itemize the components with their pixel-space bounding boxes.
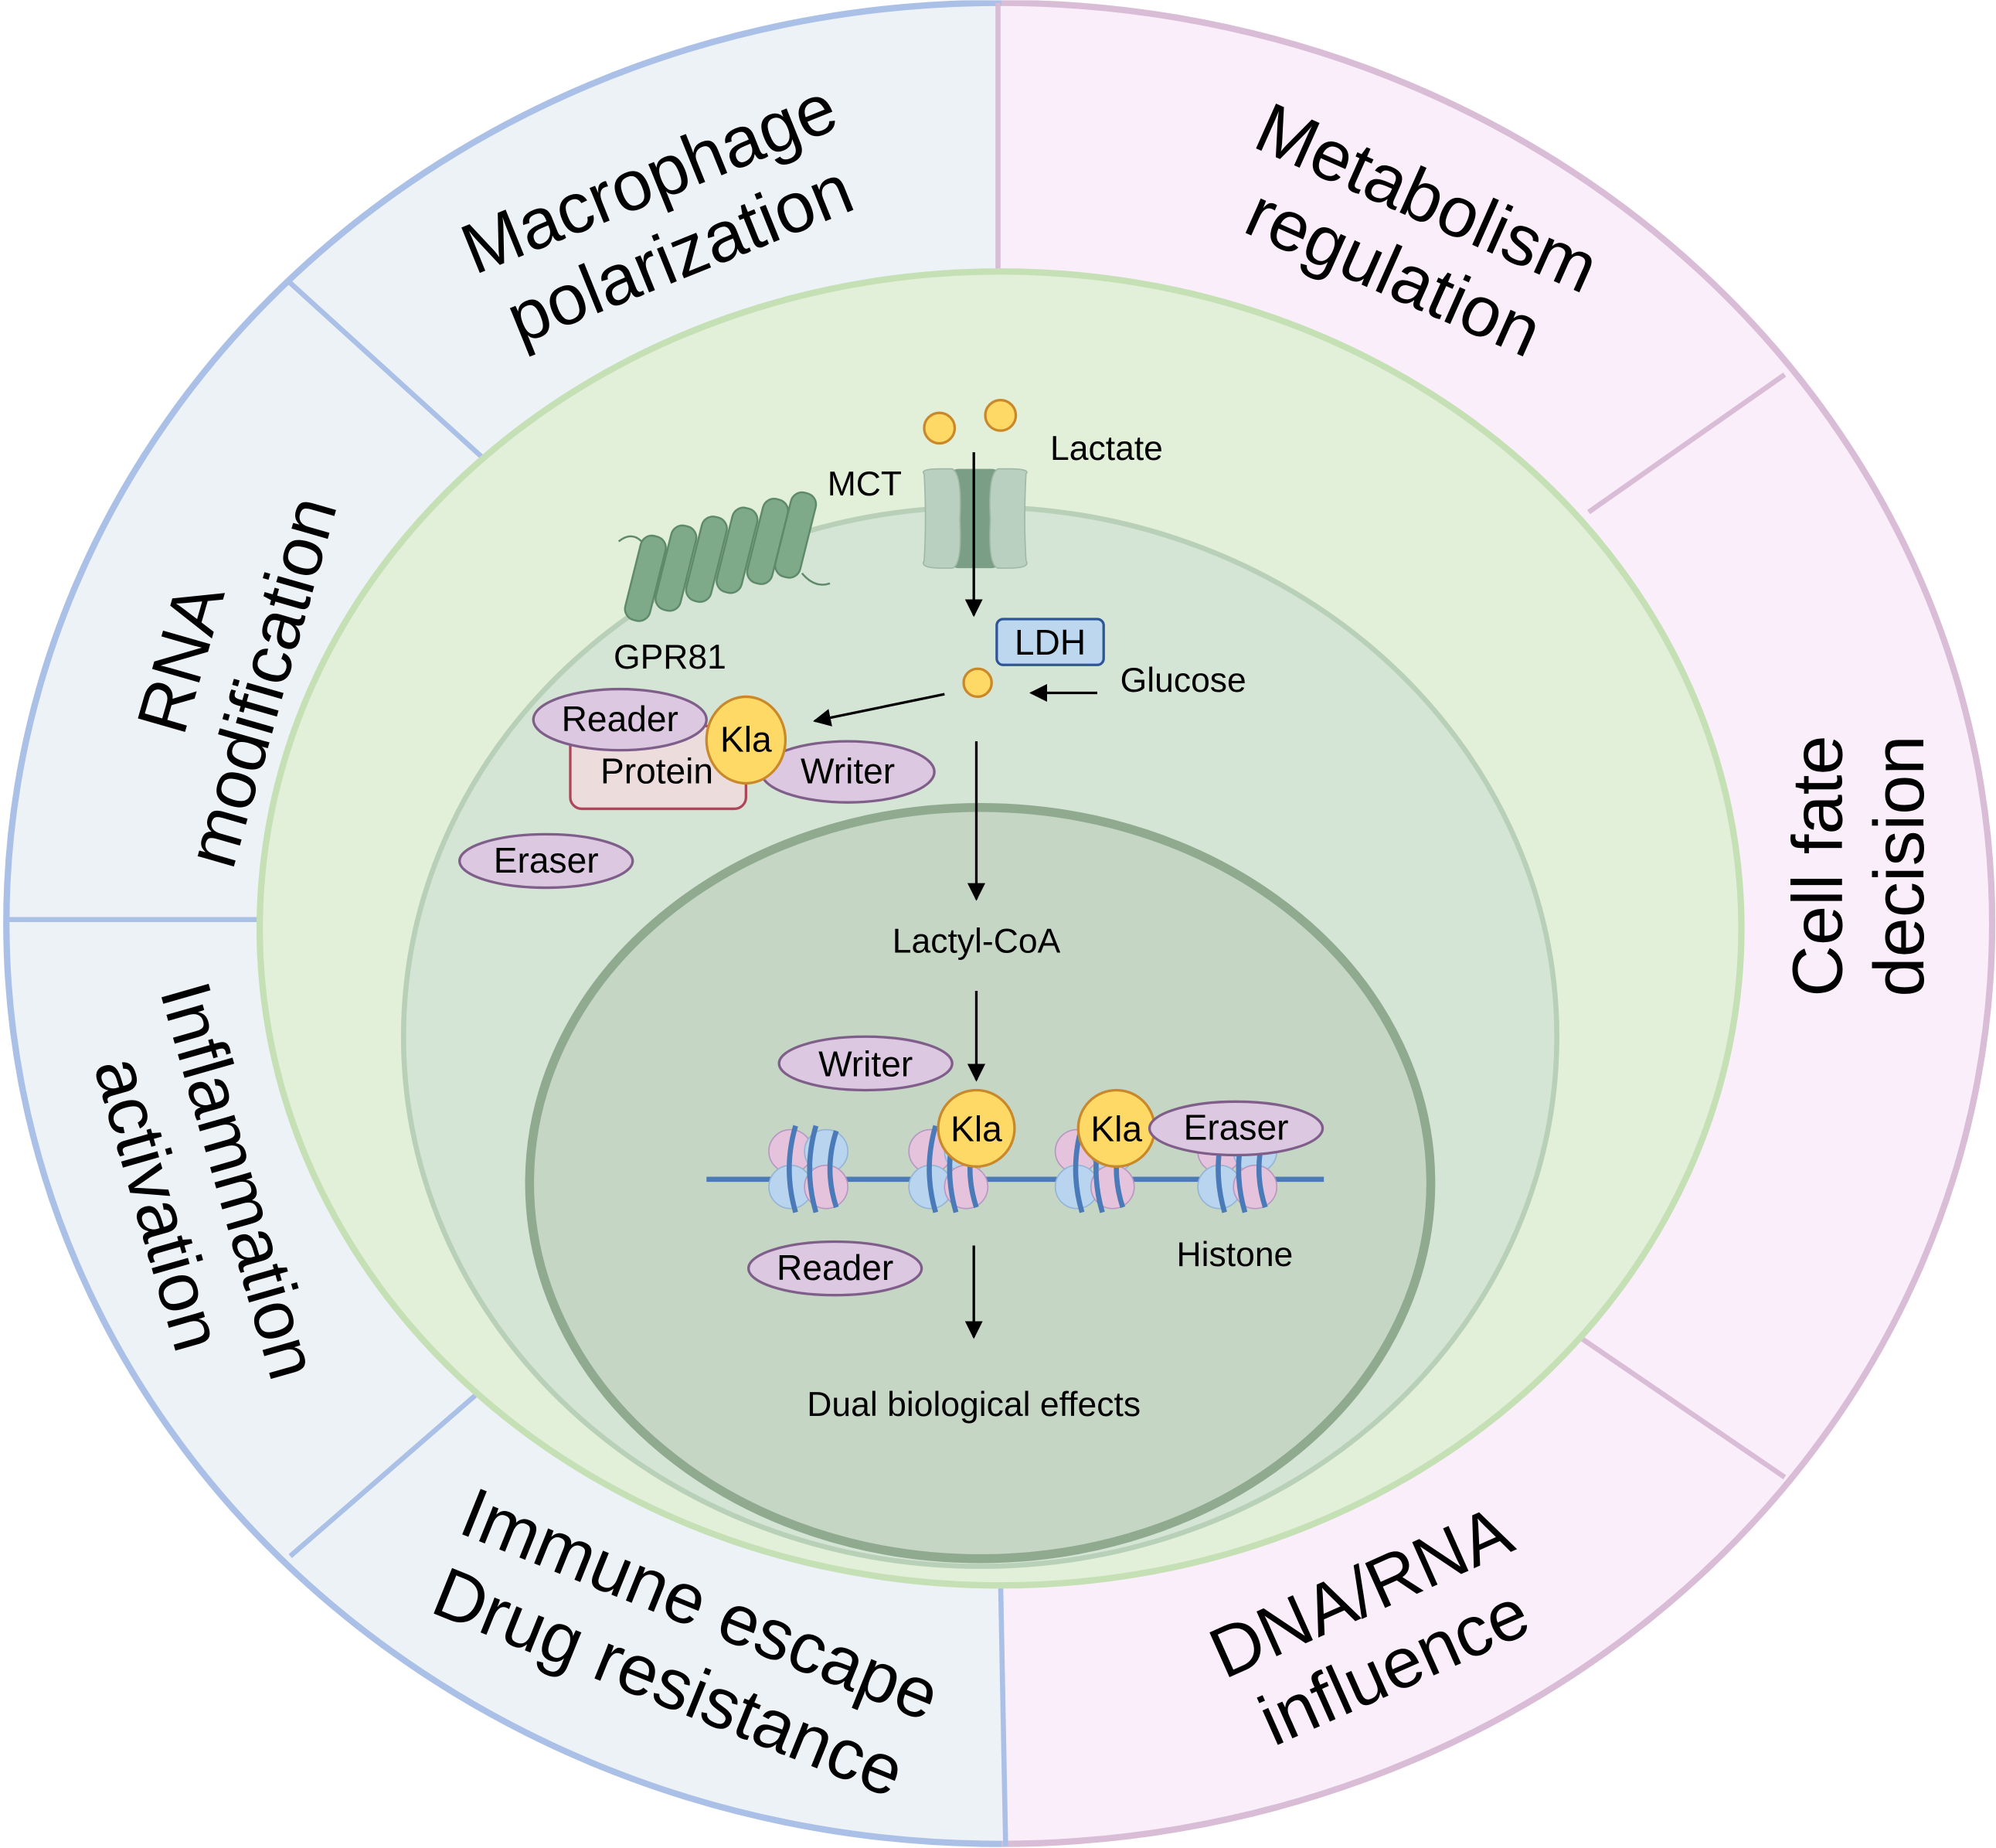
protein-label: Protein bbox=[600, 750, 713, 791]
nucleosome-icon bbox=[768, 1125, 848, 1213]
kla-label: Kla bbox=[1090, 1108, 1142, 1149]
gpr81-label: GPR81 bbox=[614, 638, 726, 676]
dual-effects-label: Dual biological effects bbox=[807, 1386, 1141, 1424]
reader-label: Reader bbox=[562, 699, 678, 739]
reader-label: Reader bbox=[777, 1247, 893, 1288]
lactate-molecule bbox=[962, 667, 993, 699]
segment-dividers-left bbox=[6, 281, 1008, 1847]
mct-label: MCT bbox=[828, 465, 902, 503]
writer-label: Writer bbox=[801, 750, 895, 791]
kla-marker bbox=[705, 695, 787, 785]
segment-dividers-right bbox=[995, 2, 1787, 1479]
mct-transporter-icon bbox=[923, 468, 1028, 569]
glucose-label: Glucose bbox=[1120, 662, 1246, 699]
lactyl-coa-label: Lactyl-CoA bbox=[893, 923, 1061, 961]
eraser-label: Eraser bbox=[494, 840, 599, 880]
reader-enzyme bbox=[746, 1240, 923, 1297]
reader-enzyme bbox=[532, 687, 708, 752]
ldh-box bbox=[995, 618, 1105, 666]
eraser-enzyme bbox=[1148, 1100, 1324, 1157]
kla-marker bbox=[937, 1088, 1016, 1168]
eraser-label: Eraser bbox=[1184, 1108, 1289, 1148]
ldh-label: LDH bbox=[1015, 622, 1086, 662]
arrow-to-protein-kla bbox=[813, 693, 945, 727]
histone-label: Histone bbox=[1177, 1236, 1294, 1274]
kla-label: Kla bbox=[720, 719, 772, 759]
gpr81-receptor-icon bbox=[617, 491, 831, 622]
kla-label: Kla bbox=[950, 1108, 1002, 1149]
lactate-molecule bbox=[984, 398, 1018, 432]
eraser-enzyme bbox=[458, 832, 634, 890]
lactate-label: Lactate bbox=[1050, 430, 1163, 468]
lactate-molecule bbox=[923, 411, 957, 445]
segment-cell-fate-decision: Cell fatedecision bbox=[1777, 735, 1939, 996]
writer-label: Writer bbox=[818, 1043, 913, 1084]
writer-enzyme bbox=[777, 1035, 954, 1092]
